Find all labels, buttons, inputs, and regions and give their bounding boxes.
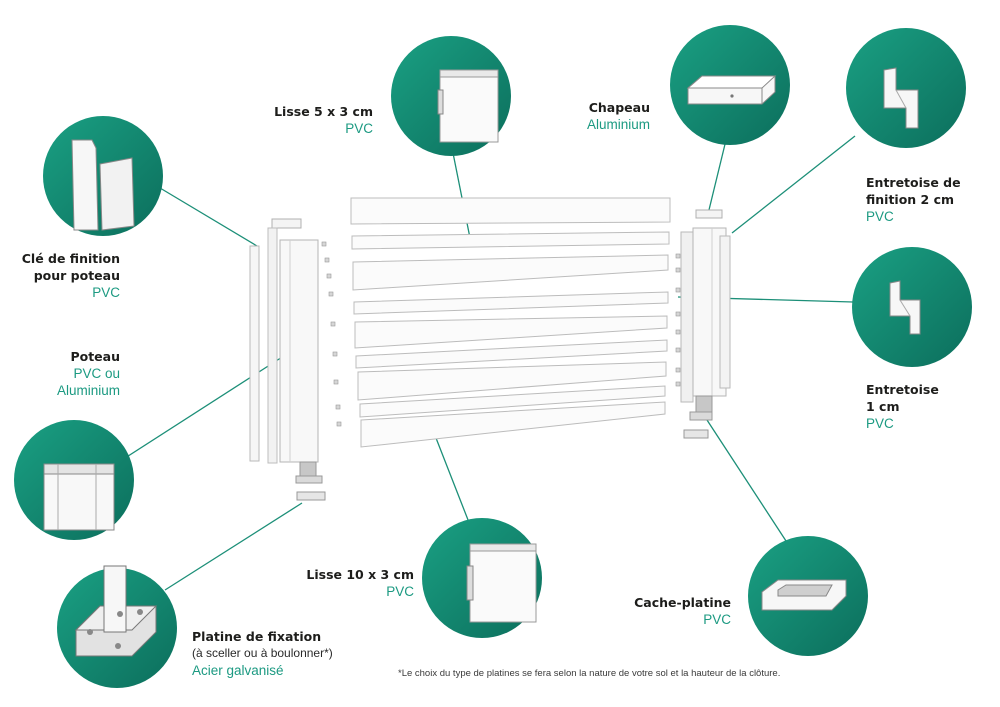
label-material: PVC (866, 208, 961, 225)
label-name: Poteau (57, 348, 120, 365)
label-material: PVC (22, 284, 120, 301)
label-lisse-5x3: Lisse 5 x 3 cm PVC (274, 103, 373, 137)
rails (351, 198, 670, 447)
post-left (280, 240, 318, 462)
cap-right (696, 210, 722, 218)
cap-left (272, 219, 301, 228)
label-name: Lisse 10 x 3 cm (306, 566, 414, 583)
base-plate-right (684, 430, 708, 438)
label-name: Chapeau (587, 99, 650, 116)
label-material: PVC (634, 611, 731, 628)
right-post (681, 210, 730, 438)
base-plate-left (297, 492, 325, 500)
circle-entretoise-2cm (846, 28, 966, 148)
label-name-line-2: pour poteau (22, 267, 120, 284)
label-entretoise-1cm: Entretoise 1 cm PVC (866, 381, 939, 432)
footnote: *Le choix du type de platines se fera se… (398, 668, 780, 679)
circle-lisse-5x3 (391, 36, 511, 156)
circle-platine (57, 566, 177, 688)
label-lisse-10x3: Lisse 10 x 3 cm PVC (306, 566, 414, 600)
finishing-key-left (250, 246, 259, 461)
label-material: Aluminium (587, 116, 650, 133)
circle-cle-finition (43, 116, 163, 236)
label-name-line-1: Clé de finition (22, 250, 120, 267)
circle-entretoise-1cm (852, 247, 972, 367)
spacer-pegs-right (676, 254, 680, 386)
label-material: PVC (866, 415, 939, 432)
label-cle-finition: Clé de finition pour poteau PVC (22, 250, 120, 301)
circle-cache-platine (748, 536, 868, 656)
label-chapeau: Chapeau Aluminium (587, 99, 650, 133)
circle-poteau (14, 420, 134, 540)
left-post (250, 219, 325, 500)
label-platine: Platine de fixation (à sceller ou à boul… (192, 628, 333, 679)
label-name-line-1: Entretoise de (866, 174, 961, 191)
label-name-line-2: 1 cm (866, 398, 939, 415)
circle-lisse-10x3 (422, 518, 542, 638)
label-material: PVC (274, 120, 373, 137)
label-material-line-1: PVC ou (57, 365, 120, 382)
label-name-line-1: Entretoise (866, 381, 939, 398)
finishing-spacer-right (720, 236, 730, 388)
label-material: Acier galvanisé (192, 662, 333, 679)
label-name: Platine de fixation (192, 628, 333, 645)
label-cache-platine: Cache-platine PVC (634, 594, 731, 628)
label-note: (à sceller ou à boulonner*) (192, 645, 333, 662)
label-entretoise-2cm: Entretoise de finition 2 cm PVC (866, 174, 961, 225)
label-name-line-2: finition 2 cm (866, 191, 961, 208)
circle-chapeau (670, 25, 790, 145)
label-material: PVC (306, 583, 414, 600)
label-name: Cache-platine (634, 594, 731, 611)
spacer-pegs-left (322, 242, 341, 426)
label-name: Lisse 5 x 3 cm (274, 103, 373, 120)
label-poteau: Poteau PVC ou Aluminium (57, 348, 120, 399)
label-material-line-2: Aluminium (57, 382, 120, 399)
